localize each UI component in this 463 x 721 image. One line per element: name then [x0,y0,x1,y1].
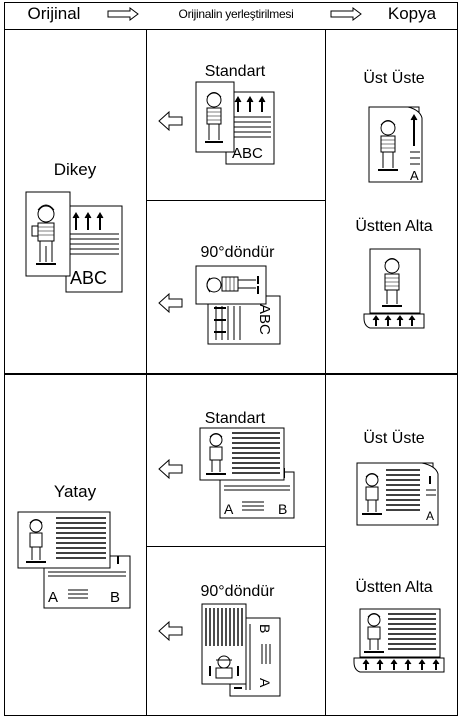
portrait-copy-top-illustration: A [368,106,423,183]
portrait-rotate-label: 90°döndür [200,244,275,261]
portrait-standard-label: Standart [204,63,266,80]
diagram-frame [4,2,458,716]
portrait-original-illustration: ABC [25,191,123,293]
landscape-rotate-illustration: B A [201,603,281,697]
portrait-standard-arrow-icon [158,110,183,132]
landscape-standard-illustration: A B [199,427,295,519]
landscape-copy-top-label: Üst Üste [363,430,425,447]
landscape-label: Yatay [53,482,97,501]
header-arrow-2-icon [330,7,362,21]
portrait-rotate-arrow-icon [158,292,183,314]
portrait-rotate-illustration: ABC [195,265,281,345]
landscape-rotate-label: 90°döndür [200,583,275,600]
header-copy: Kopya [387,4,437,23]
svg-text:ABC: ABC [232,145,263,162]
svg-text:A: A [224,501,234,517]
svg-text:B: B [278,501,287,517]
svg-text:A: A [48,589,58,606]
svg-text:B: B [257,624,273,633]
portrait-copy-bottom-illustration [363,248,425,329]
svg-text:B: B [110,589,120,606]
row-divider-landscape [146,546,325,547]
portrait-copy-bottom-label: Üstten Alta [355,218,433,235]
portrait-label: Dikey [53,160,97,179]
landscape-standard-arrow-icon [158,458,183,480]
svg-text:A: A [426,509,434,523]
column-divider-1 [146,29,147,716]
svg-text:ABC: ABC [256,304,273,335]
header-divider [4,29,458,30]
portrait-standard-illustration: ABC [195,81,275,165]
header-placement: Orijinalin yerleştirilmesi [178,7,294,21]
svg-text:A: A [410,168,419,183]
svg-text:A: A [257,678,273,688]
column-divider-2 [325,29,326,716]
landscape-original-illustration: A B [17,511,131,609]
section-divider [4,373,458,375]
row-divider-portrait [146,200,325,201]
landscape-copy-top-illustration: A [356,462,439,526]
portrait-copy-top-label: Üst Üste [363,70,425,87]
landscape-standard-label: Standart [204,410,266,427]
landscape-copy-bottom-illustration [353,608,445,673]
landscape-rotate-arrow-icon [158,620,183,642]
header-arrow-1-icon [107,7,139,21]
svg-text:ABC: ABC [70,268,107,288]
landscape-copy-bottom-label: Üstten Alta [355,579,433,596]
header-original: Orijinal [27,4,81,23]
